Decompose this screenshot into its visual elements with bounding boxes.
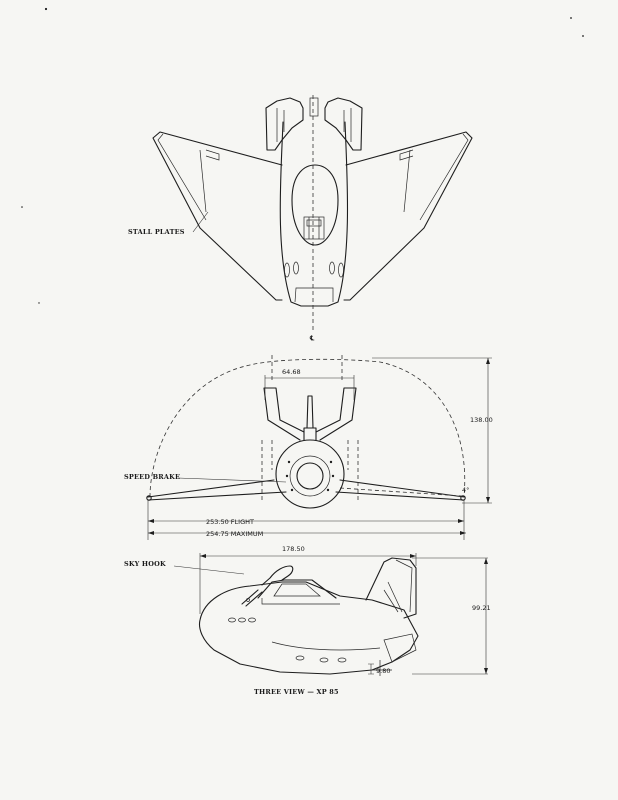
- centerline-symbol: ℄: [309, 334, 315, 342]
- stall-plates-label: STALL PLATES: [128, 228, 185, 236]
- front-view: 64.68 138.00 4° SPEED BRAKE 253.50 FLIGH…: [124, 355, 493, 540]
- dim-dihedral: 4°: [462, 486, 469, 494]
- page-specks: [21, 7, 584, 304]
- dim-ground-clearance: 9.80: [376, 667, 390, 675]
- sky-hook-label: SKY HOOK: [124, 560, 166, 568]
- drawing-caption: THREE VIEW — XP 85: [254, 688, 339, 696]
- speed-brake-label: SPEED BRAKE: [124, 473, 180, 481]
- dim-height-side: 99.21: [472, 604, 491, 612]
- dim-length: 178.50: [282, 545, 305, 553]
- side-view: SKY HOOK 178.50 99.21 9.80: [124, 545, 491, 676]
- dim-height-front: 138.00: [470, 416, 493, 424]
- dim-fuselage-width: 64.68: [282, 368, 301, 376]
- dim-span-flight: 253.50 FLIGHT: [206, 518, 254, 526]
- dim-span-maximum: 254.75 MAXIMUM: [206, 530, 263, 538]
- plan-view: ℄ STALL PLATES: [128, 95, 473, 342]
